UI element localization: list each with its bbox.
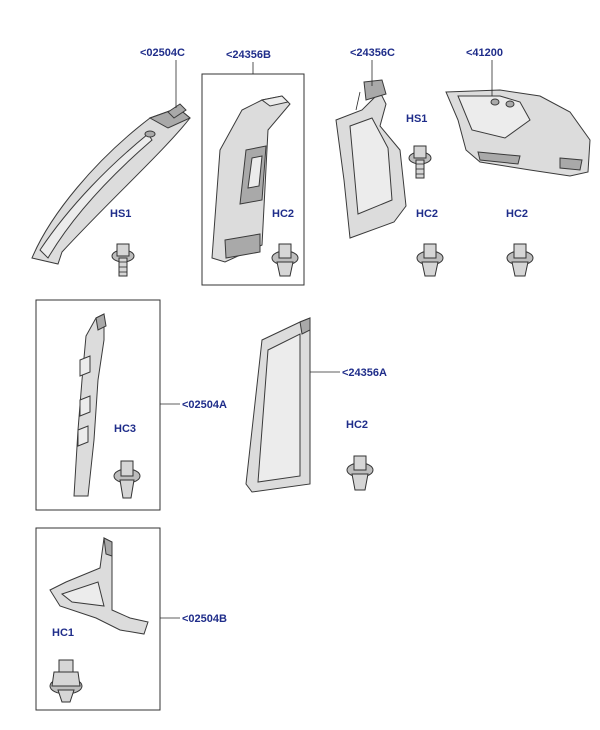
callout-41200: <41200 [466,47,503,59]
part-24356b [211,95,291,263]
part-02504b [49,537,149,635]
part-41200 [445,89,591,177]
callout-24356a: <24356A [342,367,387,379]
clip-icon [346,455,374,491]
part-02504c [31,103,191,265]
screw-icon [408,145,432,179]
clip-icon [113,460,141,499]
clip-icon [506,243,534,277]
fastener-label-hc3: HC3 [114,423,136,435]
fastener-label-hc2-41200: HC2 [506,208,528,220]
part-24356a [245,317,311,493]
part-02504a [73,313,107,497]
fastener-label-hc2-24356a: HC2 [346,419,368,431]
clip-icon [271,243,299,277]
fastener-label-hs1-right: HS1 [406,113,427,125]
clip-icon [49,659,83,703]
fastener-label-hs1-left: HS1 [110,208,131,220]
screw-icon [111,243,135,277]
clip-icon [416,243,444,277]
group-box-02504a [35,299,161,511]
fastener-label-hc1: HC1 [52,627,74,639]
callout-02504c: <02504C [140,47,185,59]
fastener-label-hc2-c: HC2 [416,208,438,220]
group-box-02504b [35,527,161,711]
callout-02504b: <02504B [182,613,227,625]
fastener-label-hc2-boxb: HC2 [272,208,294,220]
callout-24356b: <24356B [226,49,271,61]
callout-02504a: <02504A [182,399,227,411]
callout-24356c: <24356C [350,47,395,59]
part-24356c [335,79,407,239]
